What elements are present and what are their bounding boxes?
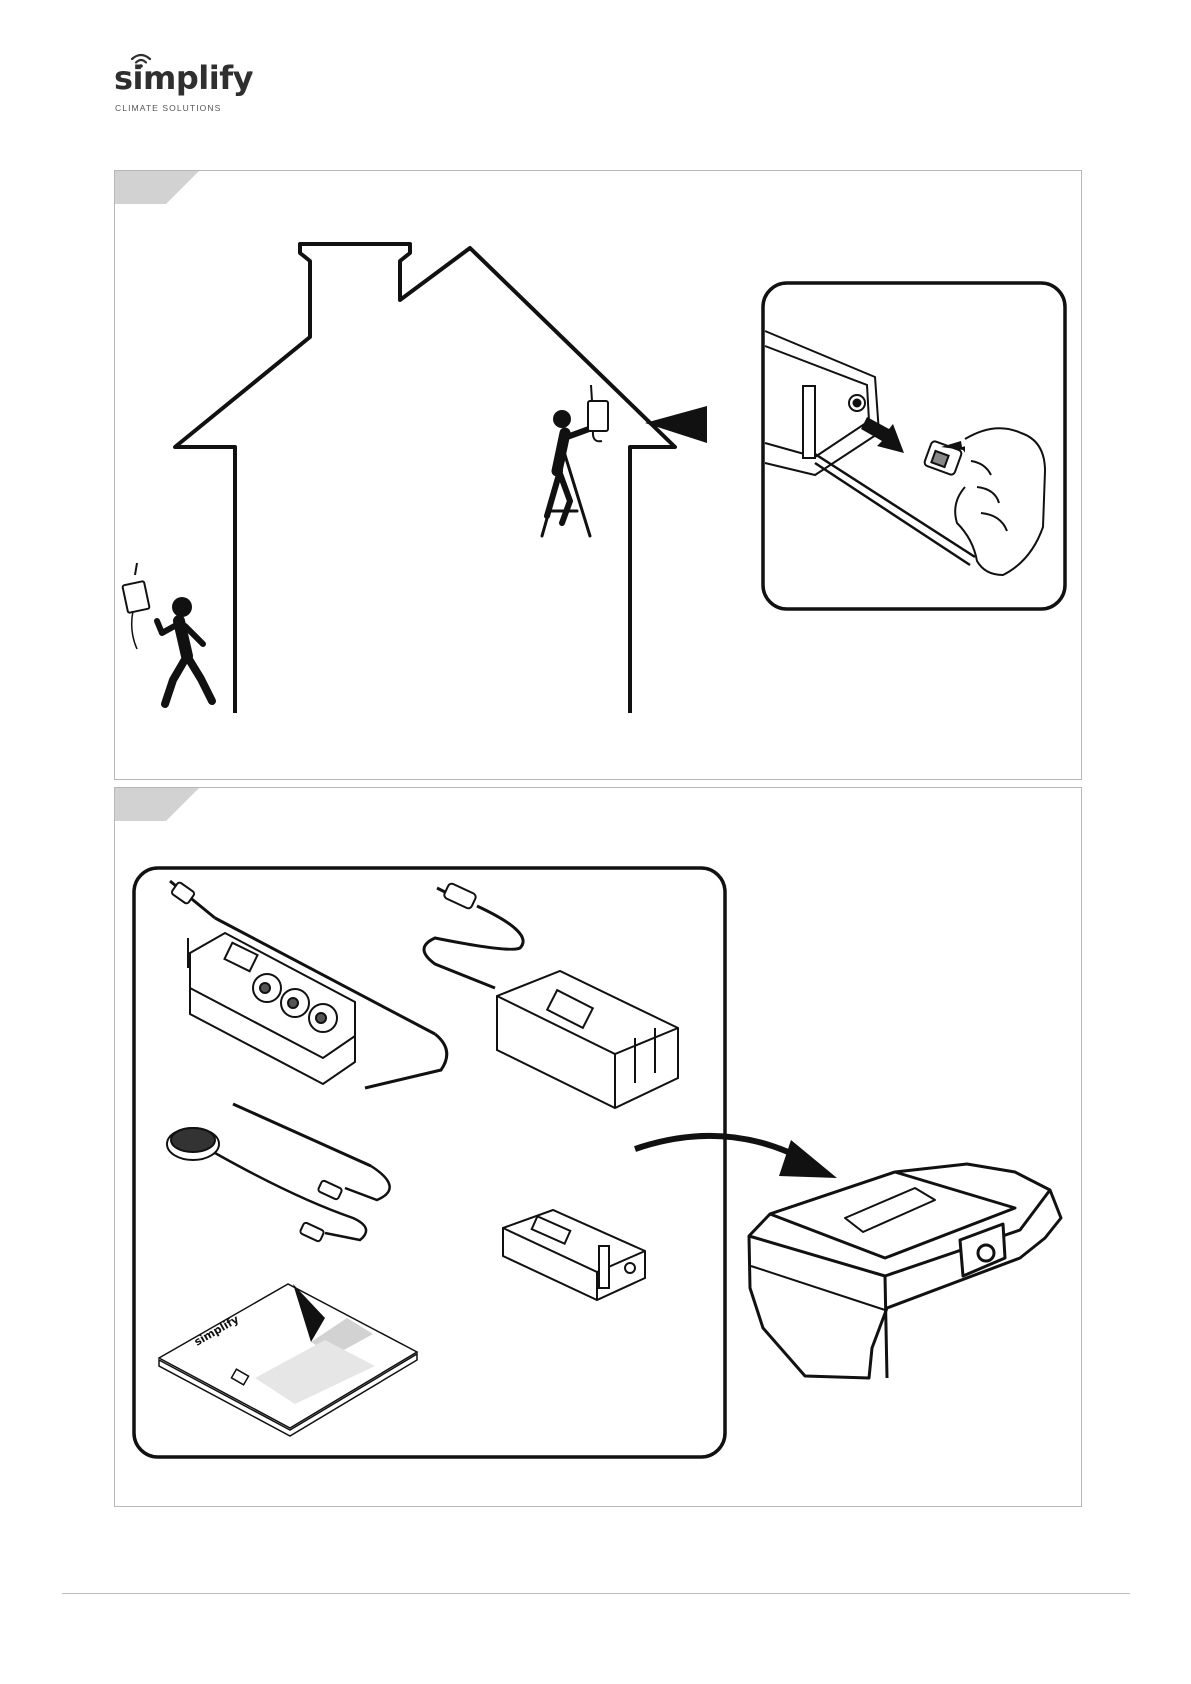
trademark-symbol: ® xyxy=(248,72,252,78)
brand-logo: simplify ® CLIMATE SOLUTIONS xyxy=(114,52,264,118)
kit-contents-illustration: simplify xyxy=(115,788,1081,1506)
carrying-case xyxy=(749,1164,1061,1378)
illustration-panel-1 xyxy=(114,170,1082,780)
wall-mounted-device xyxy=(588,385,608,441)
house-installation-illustration xyxy=(115,171,1081,779)
brand-tagline: CLIMATE SOLUTIONS xyxy=(115,103,221,113)
brand-wordmark: simplify xyxy=(114,62,253,94)
portable-device-small xyxy=(122,563,149,649)
detail-pointer xyxy=(645,406,707,443)
footer-divider xyxy=(62,1593,1130,1594)
house-outline xyxy=(175,244,675,713)
walking-person-figure xyxy=(157,597,212,704)
illustration-panel-2: simplify xyxy=(114,787,1082,1507)
